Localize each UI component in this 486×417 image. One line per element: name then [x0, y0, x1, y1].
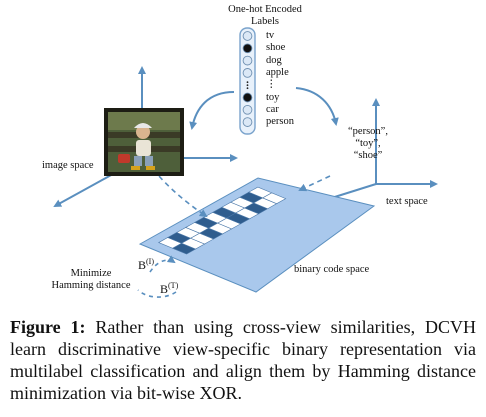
- code-image-label: B(I): [138, 256, 154, 271]
- image-thumbnail: [104, 108, 184, 176]
- code-bit-cell: [262, 192, 287, 205]
- label-item: toy: [266, 91, 280, 103]
- one-hot-bit: [242, 104, 253, 115]
- labels-header-line2: Labels: [251, 16, 279, 27]
- caption-text: Rather than using cross-view similaritie…: [10, 317, 476, 403]
- labels-header-line1: One-hot Encoded: [228, 4, 302, 15]
- child-body: [136, 140, 151, 156]
- image-to-code-dashed-arrow: [147, 161, 208, 218]
- caption-prefix: Figure 1:: [10, 317, 86, 337]
- label-item: car: [266, 103, 279, 115]
- text-tag-shoe: “shoe”: [353, 150, 383, 161]
- code-superscript: (I): [146, 257, 155, 266]
- figure-caption: Figure 1: Rather than using cross-view s…: [10, 316, 476, 404]
- label-to-image-arrow: [189, 91, 235, 130]
- binary-code-space-label: binary code space: [294, 264, 370, 275]
- one-hot-ellipsis-dot: [246, 81, 249, 84]
- toy: [118, 154, 130, 163]
- text-tag-toy: “toy”,: [355, 138, 381, 149]
- hamming-link-upper: [149, 255, 176, 273]
- child-cap: [134, 123, 152, 128]
- one-hot-bit: [242, 92, 253, 103]
- minimize-label: Minimize Hamming distance: [46, 268, 136, 292]
- minimize-line1: Minimize: [70, 268, 112, 279]
- hamming-link-lower: [137, 289, 177, 298]
- code-superscript: (T): [168, 281, 179, 290]
- text-space-label: text space: [386, 196, 428, 207]
- one-hot-bit: [242, 55, 253, 66]
- binary-code-grids: [158, 186, 287, 255]
- one-hot-bit: [242, 117, 253, 127]
- binary-code-plane: [138, 177, 376, 293]
- label-item: person: [266, 116, 294, 128]
- label-item: shoe: [266, 42, 286, 54]
- figure-diagram: [53, 27, 438, 298]
- labels-header: One-hot Encoded Labels: [210, 4, 320, 28]
- code-text-label: B(T): [160, 280, 178, 295]
- text-tags: “person”, “toy”, “shoe”: [332, 126, 404, 162]
- label-item: apple: [266, 66, 289, 78]
- one-hot-bit: [242, 43, 253, 54]
- one-hot-bit: [242, 68, 253, 78]
- shoe-right: [146, 166, 155, 170]
- child-head: [136, 125, 150, 139]
- image-space-label: image space: [42, 160, 94, 171]
- label-to-text-arrow: [295, 87, 339, 126]
- one-hot-ellipsis-dot: [246, 87, 249, 90]
- label-item: ⋮: [266, 79, 277, 91]
- one-hot-ellipsis-dot: [246, 84, 249, 87]
- one-hot-bit: [242, 31, 253, 41]
- label-item: dog: [266, 54, 282, 66]
- one-hot-vector: [239, 27, 256, 135]
- code-text-text: B(T): [160, 281, 179, 296]
- text-tag-person: “person”,: [348, 126, 388, 137]
- label-item: tv: [266, 30, 275, 41]
- minimize-line2: Hamming distance: [51, 280, 131, 291]
- code-image-text: B(I): [138, 257, 155, 272]
- shoe-left: [131, 166, 140, 170]
- text-to-code-dashed-arrow: [298, 175, 331, 192]
